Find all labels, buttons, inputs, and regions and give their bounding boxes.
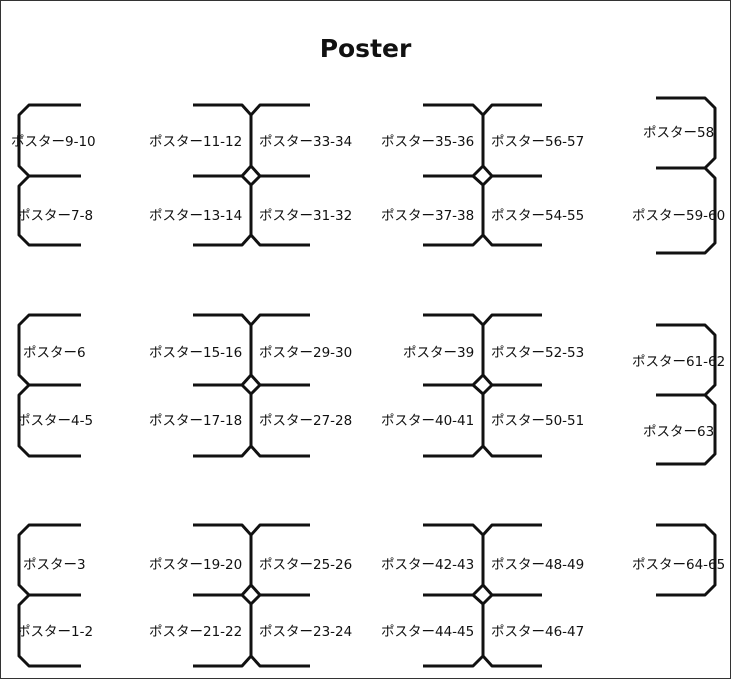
label-poster-23-24: ポスター23-24 — [259, 624, 353, 640]
label-poster-37-38: ポスター37-38 — [381, 208, 475, 224]
label-poster-50-51: ポスター50-51 — [491, 413, 585, 429]
label-poster-46-47: ポスター46-47 — [491, 624, 585, 640]
label-poster-59-60: ポスター59-60 — [632, 208, 726, 224]
right-board-top — [656, 96, 717, 255]
label-poster-29-30: ポスター29-30 — [259, 345, 353, 361]
label-poster-1-2: ポスター1-2 — [17, 624, 94, 640]
label-poster-40-41: ポスター40-41 — [381, 413, 475, 429]
label-poster-27-28: ポスター27-28 — [259, 413, 353, 429]
page-title: Poster — [319, 34, 412, 63]
left-board-mid — [17, 313, 81, 458]
label-poster-13-14: ポスター13-14 — [149, 208, 243, 224]
label-poster-39: ポスター39 — [403, 345, 475, 361]
label-poster-44-45: ポスター44-45 — [381, 624, 475, 640]
center-left-board-top — [193, 103, 310, 247]
center-right-board-mid — [423, 313, 542, 458]
label-poster-58: ポスター58 — [643, 125, 715, 141]
label-poster-56-57: ポスター56-57 — [491, 134, 585, 150]
label-poster-9-10: ポスター9-10 — [11, 134, 96, 150]
label-poster-7-8: ポスター7-8 — [17, 208, 94, 224]
center-left-board-bottom — [193, 523, 310, 668]
label-poster-25-26: ポスター25-26 — [259, 557, 353, 573]
label-poster-48-49: ポスター48-49 — [491, 557, 585, 573]
label-poster-54-55: ポスター54-55 — [491, 208, 585, 224]
label-poster-15-16: ポスター15-16 — [149, 345, 243, 361]
label-poster-63: ポスター63 — [643, 424, 715, 440]
left-board-bottom — [17, 523, 81, 668]
center-right-board-bottom — [423, 523, 542, 668]
label-poster-42-43: ポスター42-43 — [381, 557, 475, 573]
left-board-top — [17, 103, 81, 247]
label-poster-19-20: ポスター19-20 — [149, 557, 243, 573]
label-poster-17-18: ポスター17-18 — [149, 413, 243, 429]
label-poster-52-53: ポスター52-53 — [491, 345, 585, 361]
label-poster-4-5: ポスター4-5 — [17, 413, 94, 429]
label-poster-61-62: ポスター61-62 — [632, 354, 726, 370]
right-board-mid — [656, 323, 717, 466]
label-poster-6: ポスター6 — [23, 345, 86, 361]
label-poster-31-32: ポスター31-32 — [259, 208, 353, 224]
right-board-bottom — [656, 523, 717, 597]
label-poster-3: ポスター3 — [23, 557, 86, 573]
center-right-board-top — [423, 103, 542, 247]
label-poster-33-34: ポスター33-34 — [259, 134, 353, 150]
label-poster-35-36: ポスター35-36 — [381, 134, 475, 150]
label-poster-21-22: ポスター21-22 — [149, 624, 243, 640]
center-left-board-mid — [193, 313, 310, 458]
label-poster-11-12: ポスター11-12 — [149, 134, 243, 150]
label-poster-64-65: ポスター64-65 — [632, 557, 726, 573]
